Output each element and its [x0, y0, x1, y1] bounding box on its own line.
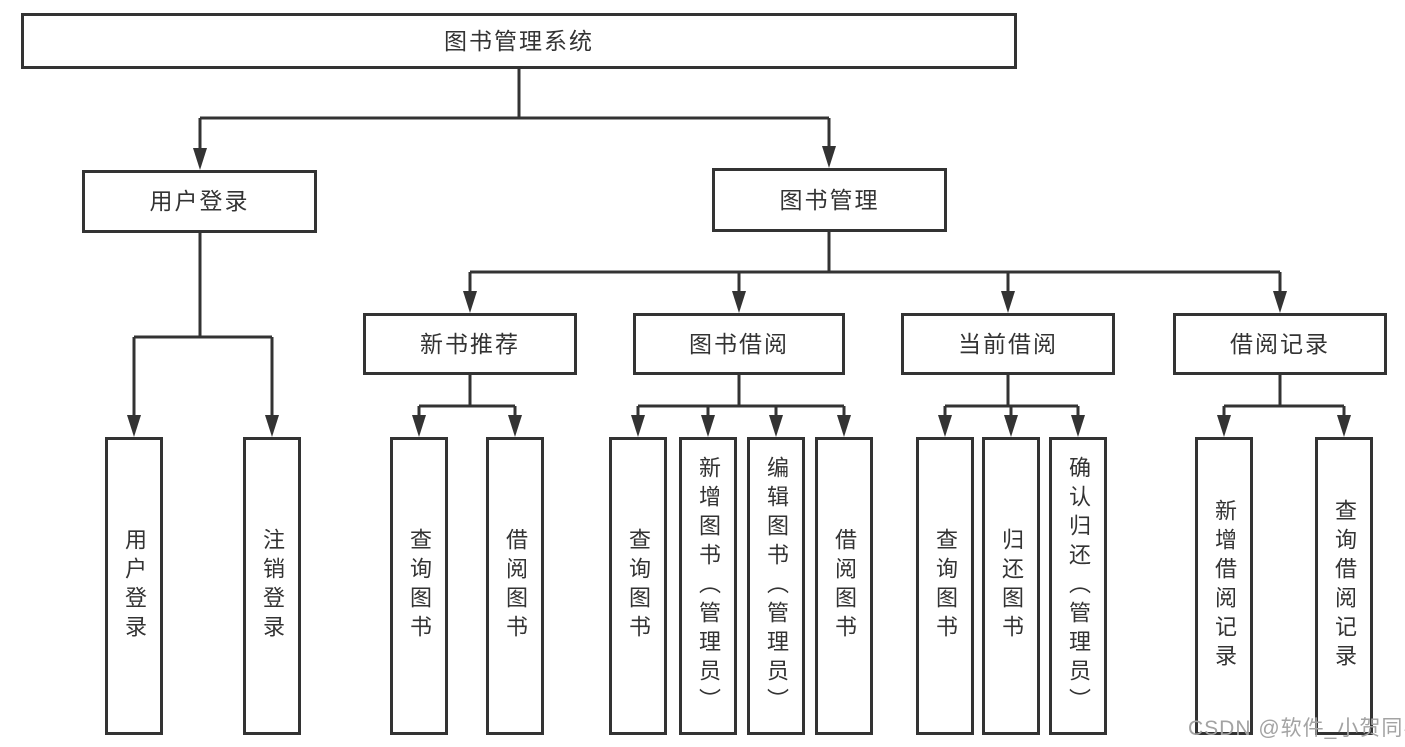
- arrowhead-icon: [732, 291, 746, 313]
- arrowhead-icon: [701, 415, 715, 437]
- node-borrowing-records: 借阅记录: [1173, 313, 1387, 375]
- node-leaf-borrow-books-2: 借阅图书: [815, 437, 873, 735]
- arrowhead-icon: [265, 415, 279, 437]
- node-leaf-add-book-admin: 新增图书（管理员）: [679, 437, 737, 735]
- arrowhead-icon: [1071, 415, 1085, 437]
- node-book-management: 图书管理: [712, 168, 947, 232]
- arrowhead-icon: [1337, 415, 1351, 437]
- node-leaf-edit-book-admin: 编辑图书（管理员）: [747, 437, 805, 735]
- arrowhead-icon: [938, 415, 952, 437]
- arrowhead-icon: [508, 415, 522, 437]
- node-book-borrowing: 图书借阅: [633, 313, 845, 375]
- arrowhead-icon: [837, 415, 851, 437]
- arrowhead-icon: [463, 291, 477, 313]
- arrowhead-icon: [1004, 415, 1018, 437]
- node-current-borrowing: 当前借阅: [901, 313, 1115, 375]
- arrowhead-icon: [1217, 415, 1231, 437]
- node-leaf-confirm-return-admin: 确认归还（管理员）: [1049, 437, 1107, 735]
- node-library-system: 图书管理系统: [21, 13, 1017, 69]
- node-leaf-query-books-3: 查询图书: [916, 437, 974, 735]
- arrowhead-icon: [1273, 291, 1287, 313]
- node-leaf-add-borrow-record: 新增借阅记录: [1195, 437, 1253, 735]
- arrowhead-icon: [822, 146, 836, 168]
- node-leaf-borrow-books-1: 借阅图书: [486, 437, 544, 735]
- arrowhead-icon: [193, 148, 207, 170]
- arrowhead-icon: [1001, 291, 1015, 313]
- node-leaf-user-login: 用户登录: [105, 437, 163, 735]
- node-user-login: 用户登录: [82, 170, 317, 233]
- csdn-watermark: CSDN @软件_小贺同学: [1188, 717, 1405, 740]
- arrowhead-icon: [631, 415, 645, 437]
- node-leaf-logout: 注销登录: [243, 437, 301, 735]
- arrowhead-icon: [769, 415, 783, 437]
- node-leaf-query-books-1: 查询图书: [390, 437, 448, 735]
- node-leaf-query-borrow-record: 查询借阅记录: [1315, 437, 1373, 735]
- arrowhead-icon: [127, 415, 141, 437]
- node-new-book-recommend: 新书推荐: [363, 313, 577, 375]
- arrowhead-icon: [412, 415, 426, 437]
- node-leaf-return-books: 归还图书: [982, 437, 1040, 735]
- node-leaf-query-books-2: 查询图书: [609, 437, 667, 735]
